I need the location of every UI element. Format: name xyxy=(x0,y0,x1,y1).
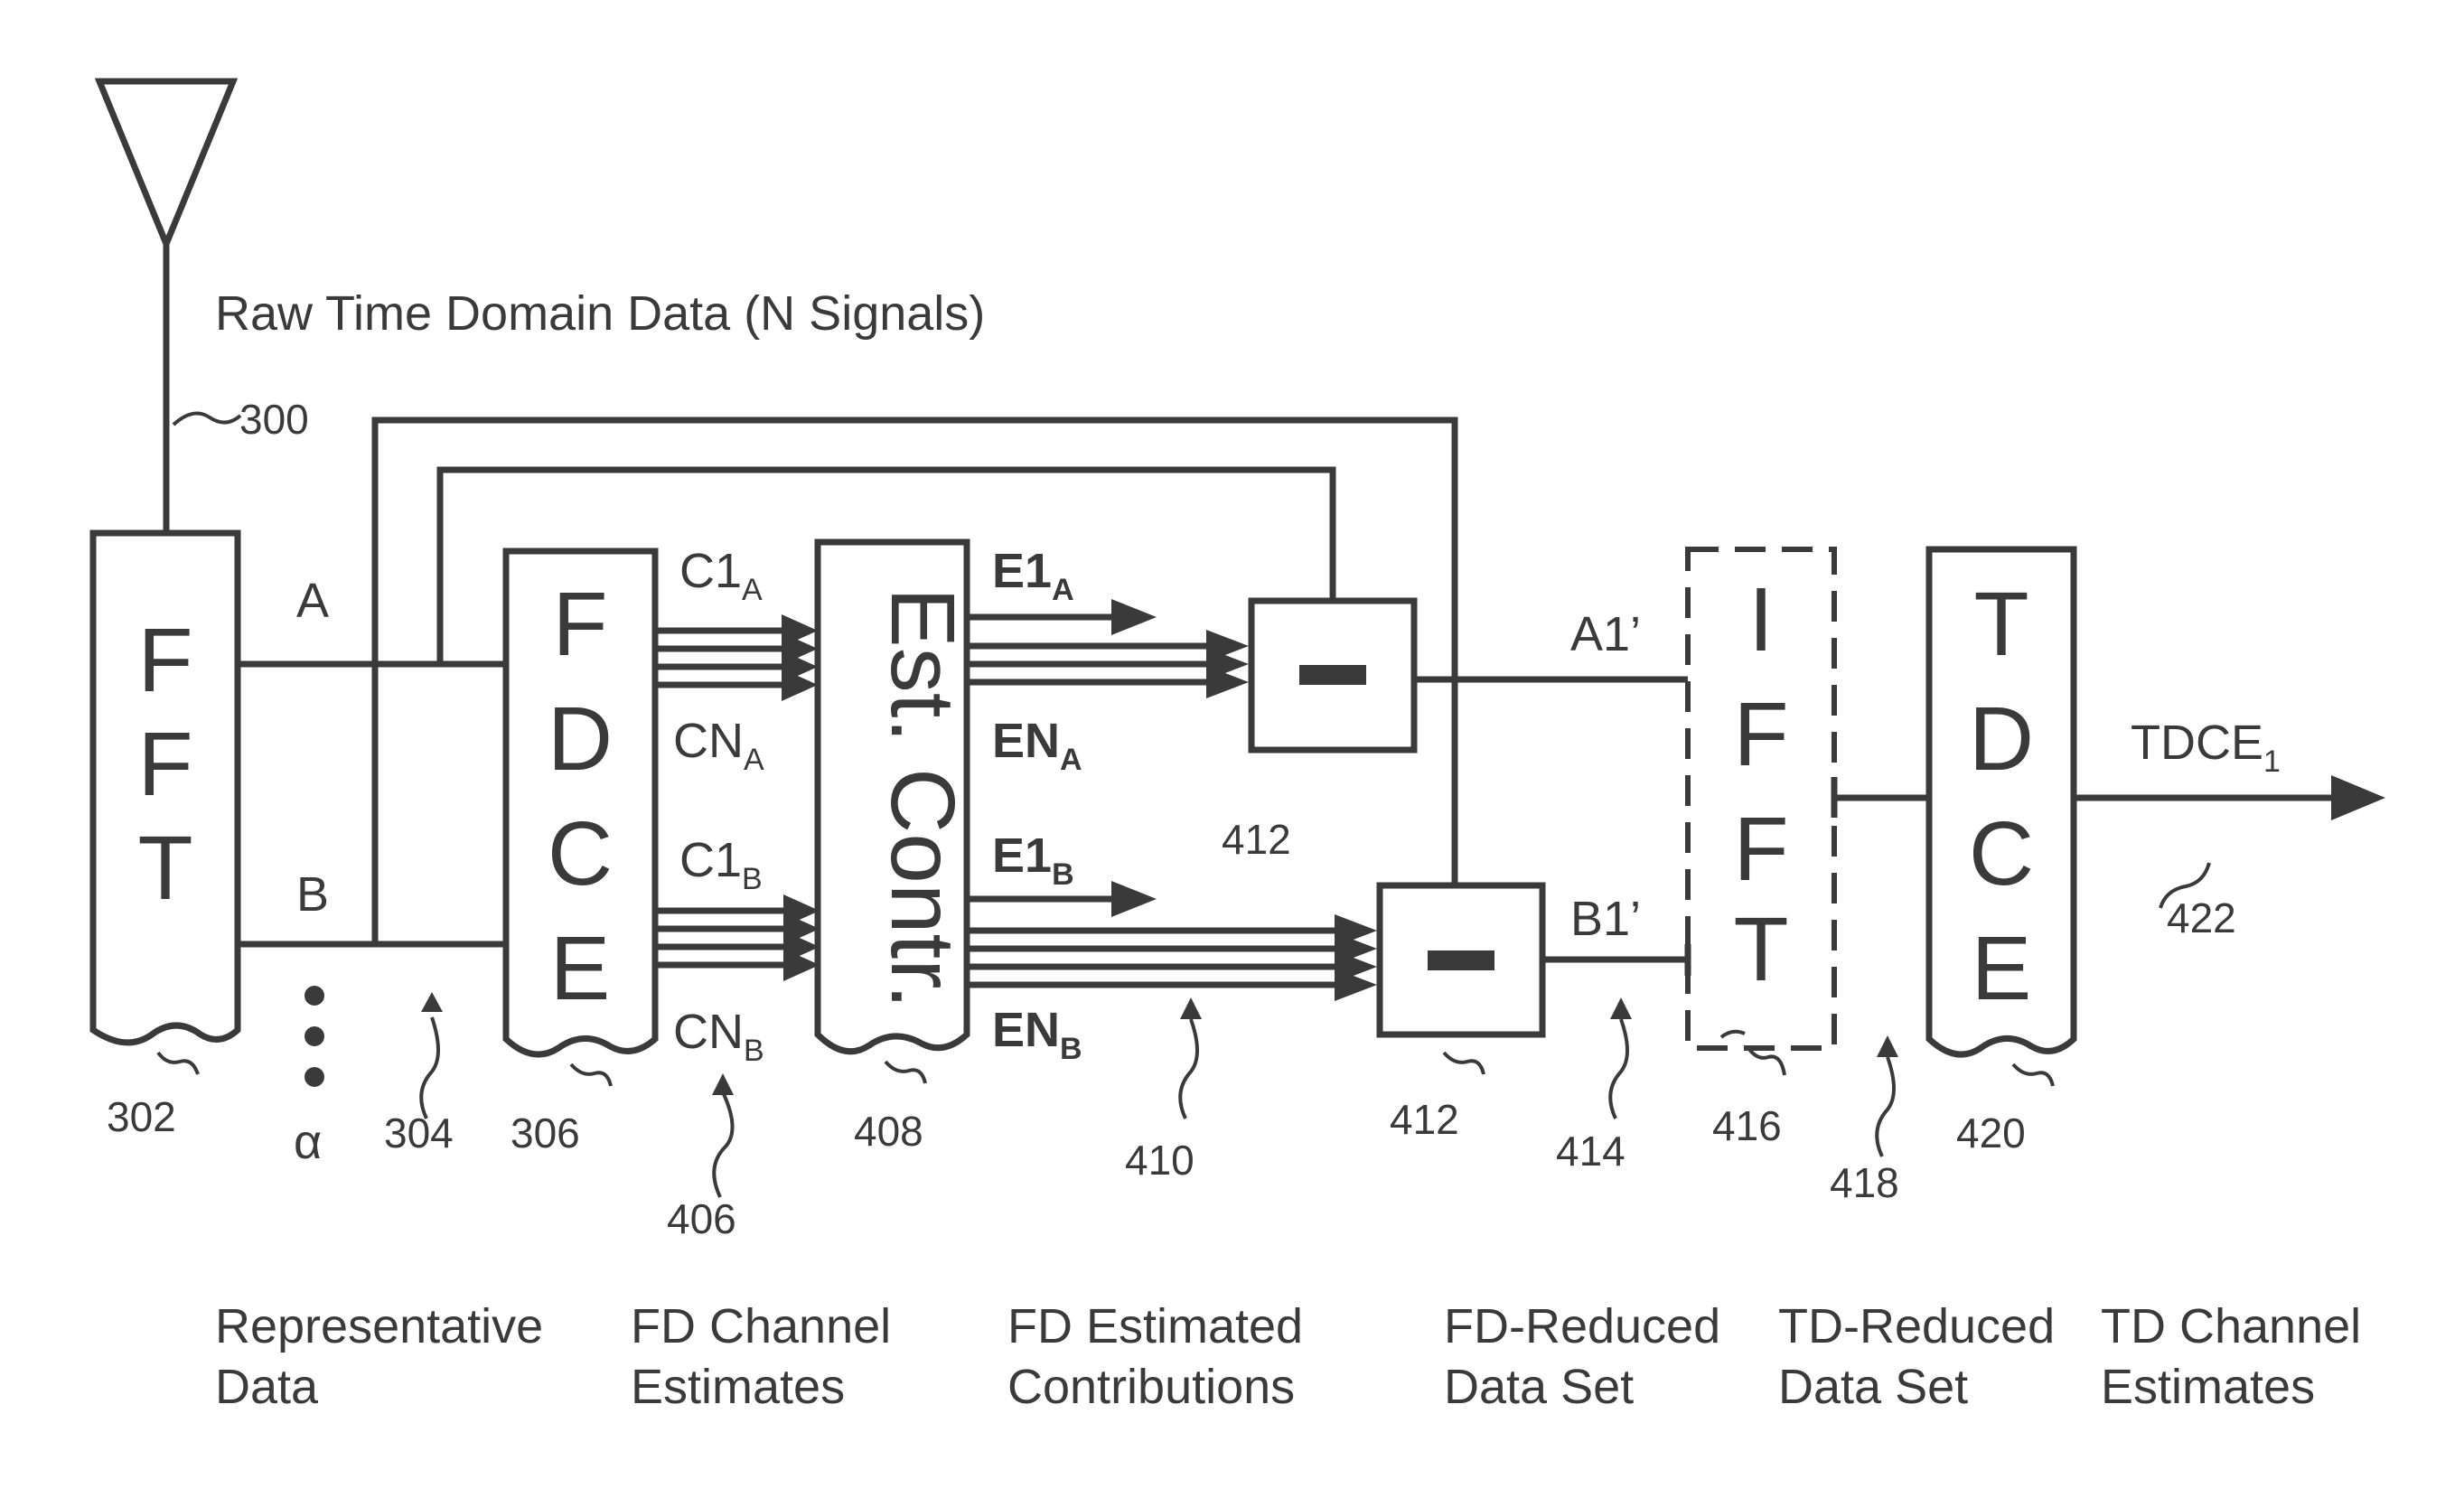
ref-304: 304 xyxy=(384,1109,454,1156)
est-contr-text: Est. Contr. xyxy=(872,587,973,1009)
pointer-418 xyxy=(1877,1057,1894,1156)
label-e1b: E1B xyxy=(992,829,1074,892)
signal-a: A xyxy=(296,574,329,628)
fd-estimate-arrows-a xyxy=(655,614,818,701)
label-cnb: CNB xyxy=(673,1005,764,1068)
ref-406: 406 xyxy=(667,1195,736,1242)
contribution-arrows-a xyxy=(967,599,1249,698)
ref-302: 302 xyxy=(107,1093,176,1140)
caption-fd-channel-2: Estimates xyxy=(631,1360,845,1414)
leader-420 xyxy=(2013,1064,2053,1086)
antenna-icon xyxy=(99,81,233,533)
fd-estimate-arrows-b xyxy=(655,894,820,981)
pointer-304-head xyxy=(421,992,443,1012)
label-tdce1: TDCE1 xyxy=(2131,716,2281,779)
ref-408: 408 xyxy=(854,1108,923,1155)
leader-306 xyxy=(571,1064,611,1086)
fdce-letter-3: C xyxy=(548,803,613,904)
caption-fd-reduced-1: FD-Reduced xyxy=(1444,1299,1720,1353)
label-cna: CNA xyxy=(673,714,764,777)
ref-306: 306 xyxy=(511,1109,580,1156)
leader-408 xyxy=(885,1062,925,1083)
tdce-letter-1: T xyxy=(1973,574,2028,675)
output-arrow-head xyxy=(2331,775,2385,820)
ref-414: 414 xyxy=(1556,1128,1625,1175)
caption-td-channel-1: TD Channel xyxy=(2101,1299,2361,1353)
label-a1p: A1’ xyxy=(1570,607,1641,661)
ref-420: 420 xyxy=(1956,1109,2026,1156)
pointer-418-head xyxy=(1877,1035,1898,1057)
label-enb: ENB xyxy=(992,1003,1082,1066)
fft-letter-3: T xyxy=(137,818,192,919)
leader-412-b xyxy=(1444,1053,1484,1074)
signal-b: B xyxy=(296,867,329,922)
caption-td-reduced-2: Data Set xyxy=(1778,1360,1968,1414)
pointer-406 xyxy=(714,1094,732,1197)
tdce-block: T D C E xyxy=(1929,549,2074,1054)
ref-422: 422 xyxy=(2167,894,2236,941)
tdce-letter-2: D xyxy=(1969,688,2034,790)
caption-td-reduced-1: TD-Reduced xyxy=(1778,1299,2055,1353)
leader-300 xyxy=(173,414,240,426)
ref-300: 300 xyxy=(239,396,309,443)
ref-416: 416 xyxy=(1712,1102,1782,1149)
label-b1p: B1’ xyxy=(1570,892,1641,946)
ref-412-b: 412 xyxy=(1390,1096,1459,1143)
caption-representative-2: Data xyxy=(215,1360,319,1414)
label-ena: ENA xyxy=(992,714,1082,777)
fft-letter-2: F xyxy=(137,714,192,815)
pointer-410 xyxy=(1180,1019,1197,1119)
pointer-414-head xyxy=(1610,997,1632,1019)
label-c1a: C1A xyxy=(679,544,763,607)
raw-input-label: Raw Time Domain Data (N Signals) xyxy=(215,286,985,341)
tdce-letter-3: C xyxy=(1969,803,2034,904)
fdce-letter-4: E xyxy=(550,918,611,1019)
label-e1a: E1A xyxy=(992,544,1074,607)
fdce-block: F D C E xyxy=(506,551,655,1054)
caption-fd-reduced-2: Data Set xyxy=(1444,1360,1634,1414)
fdce-letter-1: F xyxy=(552,574,607,675)
fft-block: F F T xyxy=(93,533,238,1043)
ifft-letter-3: F xyxy=(1733,799,1788,900)
subtract-b-block xyxy=(1380,885,1542,1035)
caption-fd-channel-1: FD Channel xyxy=(631,1299,891,1353)
fdce-letter-2: D xyxy=(548,688,613,790)
est-contr-block: Est. Contr. xyxy=(818,542,973,1052)
ifft-block: I F F T xyxy=(1688,549,1834,1048)
caption-td-channel-2: Estimates xyxy=(2101,1360,2315,1414)
ref-410: 410 xyxy=(1125,1137,1195,1184)
ifft-letter-1: I xyxy=(1748,569,1774,670)
ellipsis-dots xyxy=(304,986,324,1087)
ifft-letter-4: T xyxy=(1733,899,1788,1000)
signal-alpha: α xyxy=(294,1115,322,1169)
ref-418: 418 xyxy=(1830,1159,1899,1206)
subtract-a-block xyxy=(1251,601,1414,750)
caption-representative-1: Representative xyxy=(215,1299,543,1353)
leader-416 xyxy=(1748,1048,1785,1075)
tdce-letter-4: E xyxy=(1972,918,2032,1019)
caption-fd-estimated-2: Contributions xyxy=(1007,1360,1295,1414)
caption-fd-estimated-1: FD Estimated xyxy=(1007,1299,1303,1353)
ifft-letter-2: F xyxy=(1733,684,1788,785)
pointer-410-head xyxy=(1180,997,1202,1019)
contribution-arrows-b xyxy=(967,881,1377,1001)
pointer-414 xyxy=(1610,1019,1627,1119)
leader-302 xyxy=(158,1053,198,1074)
pointer-304 xyxy=(421,1017,438,1119)
label-c1b: C1B xyxy=(679,833,763,896)
ref-412-a: 412 xyxy=(1222,816,1291,863)
pointer-406-head xyxy=(712,1073,734,1095)
fft-letter-1: F xyxy=(137,610,192,711)
